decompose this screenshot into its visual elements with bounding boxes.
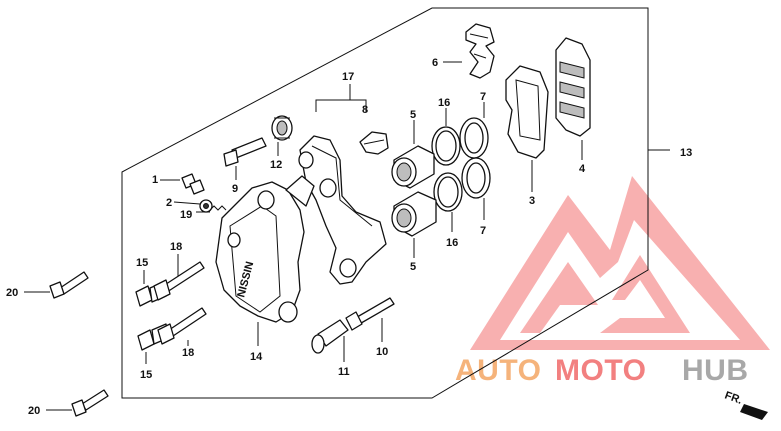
caliper-pin-lower [311, 319, 349, 354]
pad-retainer [359, 131, 389, 155]
callout-18-lower: 18 [182, 347, 194, 359]
caliper-bracket [298, 135, 387, 285]
callout-17: 17 [342, 71, 354, 83]
automotohub-logo: AUTO MOTO HUB [455, 176, 770, 387]
front-label: FR. [723, 390, 744, 407]
watermark-moto: MOTO [555, 354, 646, 387]
callout-7-upper: 7 [480, 91, 486, 103]
callout-2: 2 [166, 197, 172, 209]
callout-7-lower: 7 [480, 225, 486, 237]
callout-11: 11 [338, 366, 350, 378]
callout-10: 10 [376, 346, 388, 358]
callout-3: 3 [529, 195, 535, 207]
callout-19: 19 [180, 209, 192, 221]
callout-14: 14 [250, 351, 263, 363]
spring-19 [209, 205, 227, 211]
callout-15-upper: 15 [136, 257, 148, 269]
piston-upper [391, 145, 435, 189]
group-outline [121, 7, 649, 399]
pad-spring [465, 23, 495, 79]
callout-5-lower: 5 [410, 261, 416, 273]
callout-6: 6 [432, 57, 438, 69]
dust-seal-upper [431, 126, 461, 166]
pin-boot [271, 115, 293, 141]
callout-5-upper: 5 [410, 109, 416, 121]
dust-seal-lower [433, 172, 463, 212]
callout-8: 8 [362, 104, 368, 116]
mounting-bolt-20-upper [49, 271, 89, 299]
callout-4: 4 [579, 163, 586, 175]
watermark-hub: HUB [682, 354, 749, 387]
caliper-body: NISSIN [215, 175, 315, 323]
callout-20-lower: 20 [28, 405, 40, 417]
brake-pad-outer [555, 37, 591, 137]
callout-labels: 1 2 3 4 5 5 6 7 7 8 9 10 11 12 13 14 15 … [6, 57, 692, 417]
bleeder-screw [181, 173, 205, 195]
callout-9: 9 [232, 183, 238, 195]
callout-12: 12 [270, 159, 282, 171]
callout-13: 13 [680, 147, 692, 159]
mounting-bolt-10 [345, 297, 395, 331]
pad-pin-upper [153, 261, 205, 301]
piston-lower [391, 191, 437, 237]
mounting-bolt-20-lower [71, 389, 109, 417]
front-direction-arrow: FR. [723, 390, 768, 420]
callout-18-upper: 18 [170, 241, 182, 253]
callout-15-lower: 15 [140, 369, 152, 381]
watermark-auto: AUTO [455, 354, 541, 387]
pad-pin-lower [157, 307, 207, 345]
brake-pad-inner [505, 65, 549, 159]
callout-16-upper: 16 [438, 97, 450, 109]
caliper-pin-upper [223, 137, 267, 167]
piston-seal-upper [459, 117, 489, 159]
callout-1: 1 [152, 174, 158, 186]
piston-seal-lower [461, 157, 491, 199]
bleeder-cap [199, 199, 213, 213]
callout-16-lower: 16 [446, 237, 458, 249]
callout-20-upper: 20 [6, 287, 18, 299]
leader-17-bracket [315, 99, 367, 112]
